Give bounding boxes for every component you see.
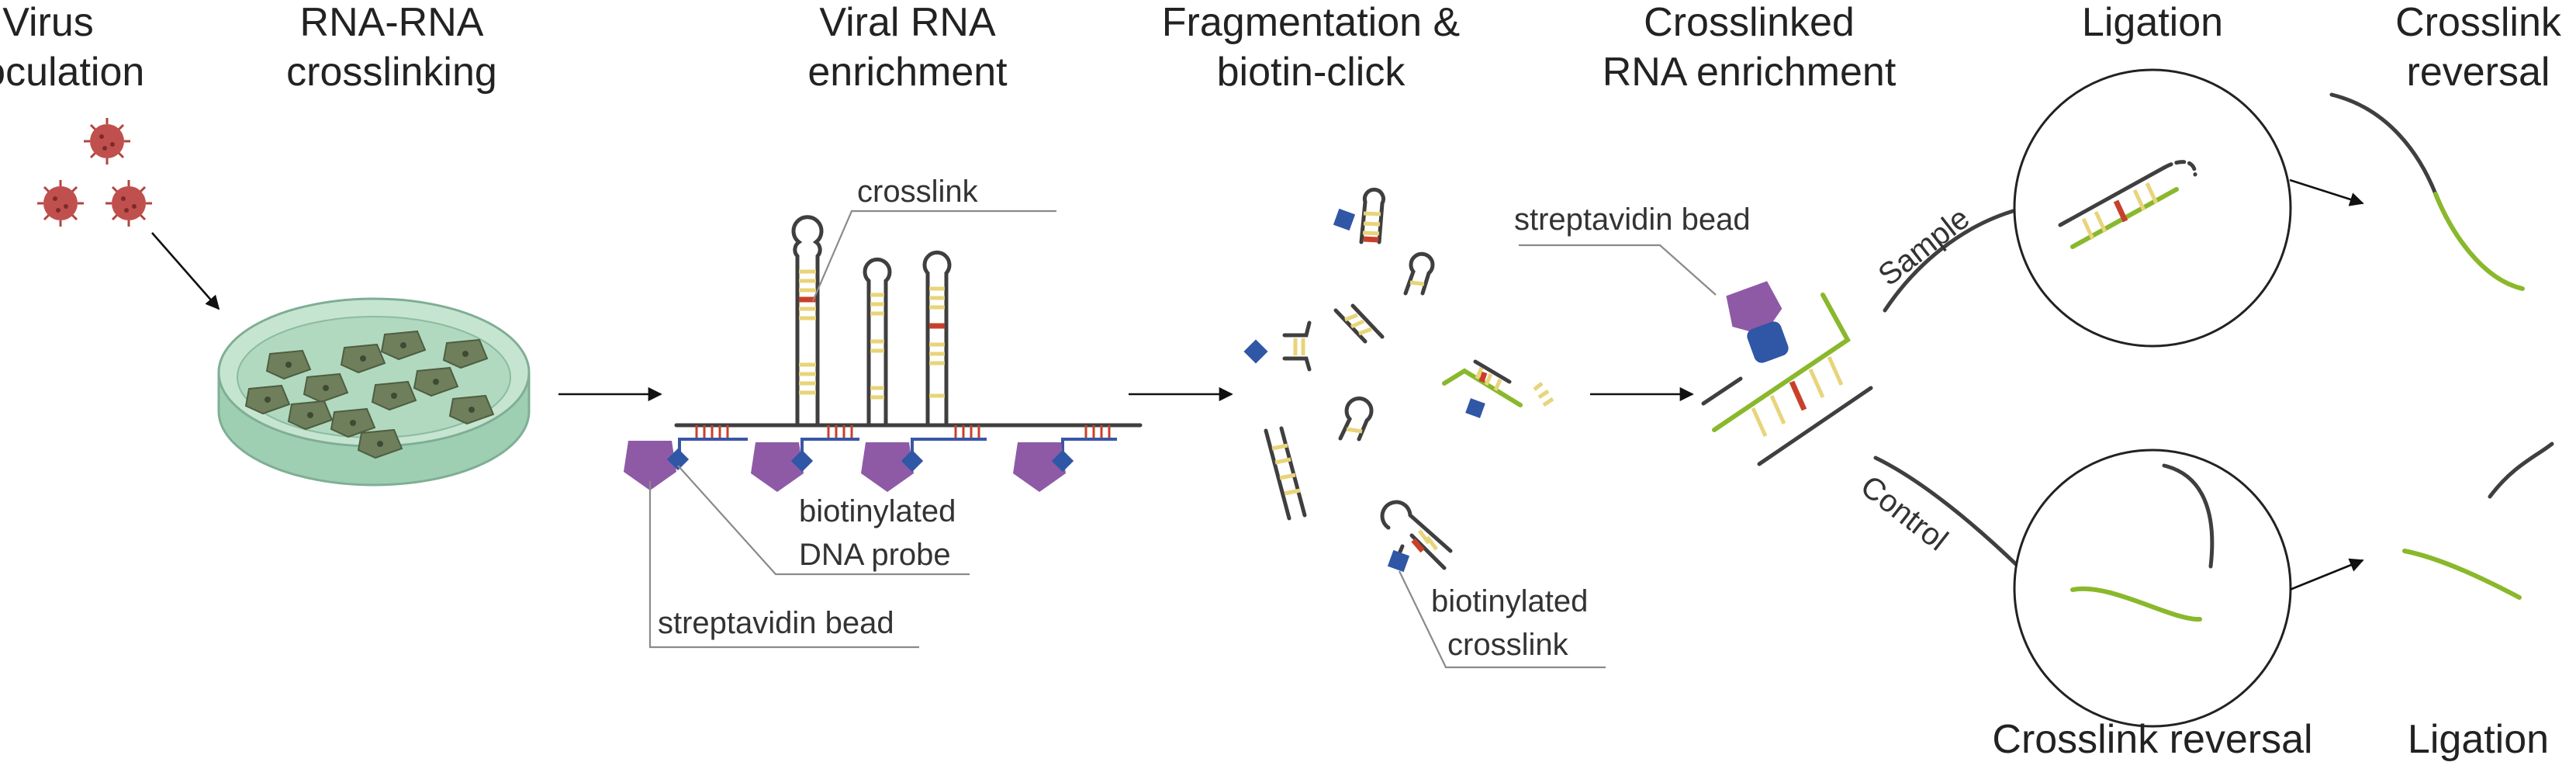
bead-with-probe <box>751 442 814 492</box>
bead-label: streptavidin bead <box>658 606 894 640</box>
header-ligation: Ligation <box>2082 0 2223 45</box>
green-rna-strand <box>1712 293 1851 432</box>
probe-label-2: DNA probe <box>799 538 951 572</box>
biotinylated-crosslink-leader <box>1399 570 1606 669</box>
bead-leader-2 <box>1519 244 1717 296</box>
header-fragmentation-2: biotin-click <box>1217 50 1406 95</box>
bottom-label-ligation: Ligation <box>2408 717 2549 762</box>
stem-loop <box>791 215 824 428</box>
chimeric-strand-green <box>2433 192 2525 291</box>
biotin-icon <box>1747 321 1789 363</box>
crosslink-leader <box>811 210 1056 302</box>
streptavidin-bead-icon <box>1013 442 1066 492</box>
separate-strand-dark <box>2488 442 2554 499</box>
arrow-control-out <box>2289 558 2364 591</box>
streptavidin-bead-icon <box>861 442 914 492</box>
bottom-label-crosslink-reversal: Crosslink reversal <box>1992 717 2312 762</box>
virus-icon <box>104 178 154 228</box>
streptavidin-bead-label: streptavidin bead <box>1514 203 1751 237</box>
probe-leader <box>677 465 970 576</box>
biotin-icon <box>901 449 924 473</box>
header-virus-inoculation-1: Virus <box>2 0 94 45</box>
bead-with-probe <box>1013 442 1074 492</box>
crosslinked-rna-enrichment: streptavidin bead <box>1514 203 1873 466</box>
virus-particles <box>36 116 154 228</box>
crosslink-mark <box>1789 380 1807 411</box>
viral-rna-enrichment: crosslink biotinylated DNA probe strepta… <box>624 175 1143 649</box>
fragment <box>1333 303 1385 344</box>
header-crosslinked-1: Crosslinked <box>1644 0 1855 45</box>
header-crosslink-reversal-1: Crosslink <box>2395 0 2562 45</box>
biotin-icon <box>790 449 814 473</box>
sample-branch-line <box>1883 207 2021 313</box>
branch-sample-label: Sample <box>1872 201 1976 293</box>
bead-leader <box>648 481 919 649</box>
stem-loop <box>922 250 952 428</box>
separate-strand-green <box>2402 549 2522 600</box>
header-virus-inoculation-2: inoculation <box>0 50 144 95</box>
arrow-sample-out <box>2289 178 2364 206</box>
biotin-icon <box>666 448 690 471</box>
streptavidin-bead-icon <box>751 442 804 492</box>
biotin-icon <box>1387 549 1410 573</box>
fragment <box>1333 187 1385 244</box>
petri-dish-icon <box>217 297 531 487</box>
probe-label-1: biotinylated <box>799 494 956 528</box>
fragment-biotinylated <box>1380 500 1453 573</box>
control-branch-line <box>1873 455 2021 569</box>
header-crosslinking-2: crosslinking <box>286 50 497 95</box>
header-viral-rna-1: Viral RNA <box>819 0 996 45</box>
crosslink-reversal-circle <box>2013 449 2292 728</box>
crosslink-label: crosslink <box>857 175 979 209</box>
biotin-icon <box>1051 449 1074 473</box>
rna-fragments: biotinylated crosslink <box>1243 187 1606 669</box>
header-crosslink-reversal-2: reversal <box>2407 50 2550 95</box>
header-fragmentation-1: Fragmentation & <box>1162 0 1460 45</box>
biotinylated-crosslink-label-2: crosslink <box>1447 628 1569 662</box>
virus-icon <box>82 116 132 166</box>
fragment <box>1243 320 1312 372</box>
biotinylated-crosslink-label-1: biotinylated <box>1431 584 1588 618</box>
fragment <box>1264 426 1307 521</box>
bead-with-probe <box>624 441 690 490</box>
arrow-to-dish <box>151 232 220 310</box>
bead-with-probe <box>861 442 924 492</box>
branch-control-label: Control <box>1854 469 1954 557</box>
step-headers: Virus inoculation RNA-RNA crosslinking V… <box>0 0 2562 95</box>
header-crosslinked-2: RNA enrichment <box>1603 50 1897 95</box>
chimeric-strand-dark <box>2329 92 2438 196</box>
fragment <box>1338 396 1374 442</box>
header-viral-rna-2: enrichment <box>807 50 1008 95</box>
ligation-circle <box>2013 68 2292 348</box>
fragment <box>1403 251 1435 296</box>
header-crosslinking-1: RNA-RNA <box>300 0 484 45</box>
stem-loop <box>863 257 892 428</box>
virus-icon <box>36 178 85 228</box>
fragment-crosslinked <box>1442 359 1554 418</box>
